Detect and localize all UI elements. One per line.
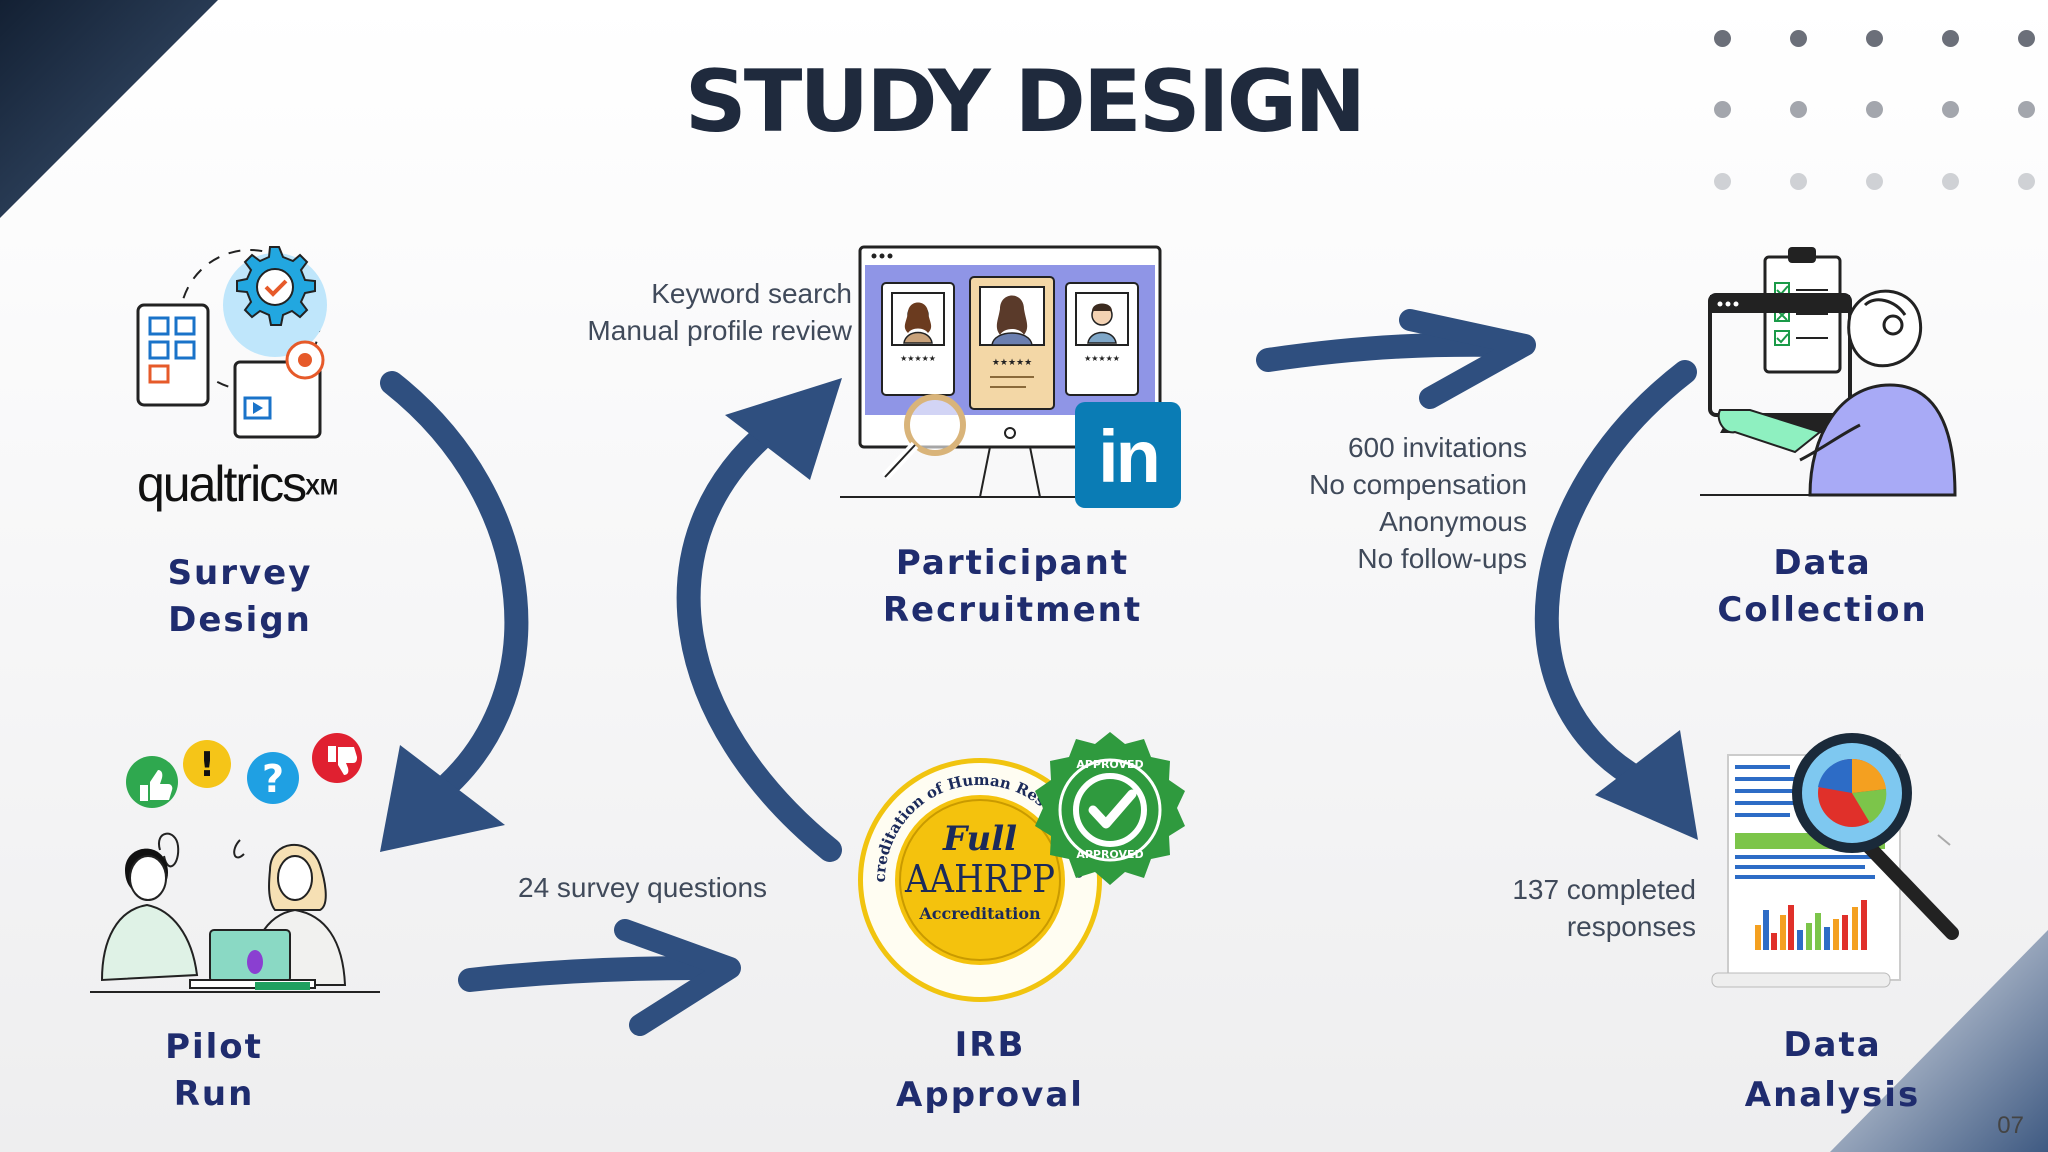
step-label-data-collection: Data Collection: [1717, 543, 1928, 630]
page-number: 07: [1997, 1112, 2024, 1139]
svg-text:Accreditation: Accreditation: [918, 904, 1041, 923]
svg-text:★★★★★: ★★★★★: [992, 358, 1032, 368]
note-recruitment: Keyword search Manual profile review: [587, 278, 852, 346]
svg-text:★★★★★: ★★★★★: [900, 354, 936, 363]
qualtrics-logo: qualtricsXM: [137, 455, 338, 513]
svg-text:★★★★★: ★★★★★: [1084, 354, 1120, 363]
step-label-pilot-run: Pilot Run: [165, 1027, 263, 1114]
step-label-irb-approval: IRB Approval: [896, 1025, 1084, 1115]
svg-text:APPROVED: APPROVED: [1076, 758, 1143, 771]
svg-text:?: ?: [262, 757, 284, 801]
svg-text:AAHRPP: AAHRPP: [904, 857, 1055, 901]
note-pilot: 24 survey questions: [518, 872, 768, 903]
data-analysis-illustration: [1711, 733, 1959, 988]
pilot-run-illustration: ! ?: [90, 733, 380, 993]
data-collection-illustration: [1700, 247, 1957, 497]
participant-recruitment-illustration: ★★★★★ ★★★★★ ★★★★★: [840, 245, 1170, 498]
approved-stamp: APPROVED APPROVED: [1035, 732, 1185, 885]
step-label-data-analysis: Data Analysis: [1744, 1025, 1921, 1115]
qualtrics-xm-mark: XM: [305, 474, 339, 500]
note-analysis: 137 completed responses: [1512, 874, 1696, 942]
svg-text:Full: Full: [942, 819, 1017, 859]
corner-decoration-bottom-right: [1830, 930, 2048, 1152]
linkedin-icon: in: [1075, 402, 1181, 508]
corner-decoration-top-left: [0, 0, 218, 218]
svg-text:APPROVED: APPROVED: [1076, 848, 1143, 861]
step-label-participant-recruitment: Participant Recruitment: [882, 543, 1143, 630]
survey-design-illustration: [136, 246, 327, 439]
note-collection: 600 invitations No compensation Anonymou…: [1309, 432, 1527, 574]
page-title: STUDY DESIGN: [684, 52, 1366, 152]
step-label-survey-design: Survey Design: [167, 553, 313, 640]
qualtrics-wordmark: qualtrics: [137, 456, 307, 512]
svg-text:!: !: [199, 745, 215, 785]
